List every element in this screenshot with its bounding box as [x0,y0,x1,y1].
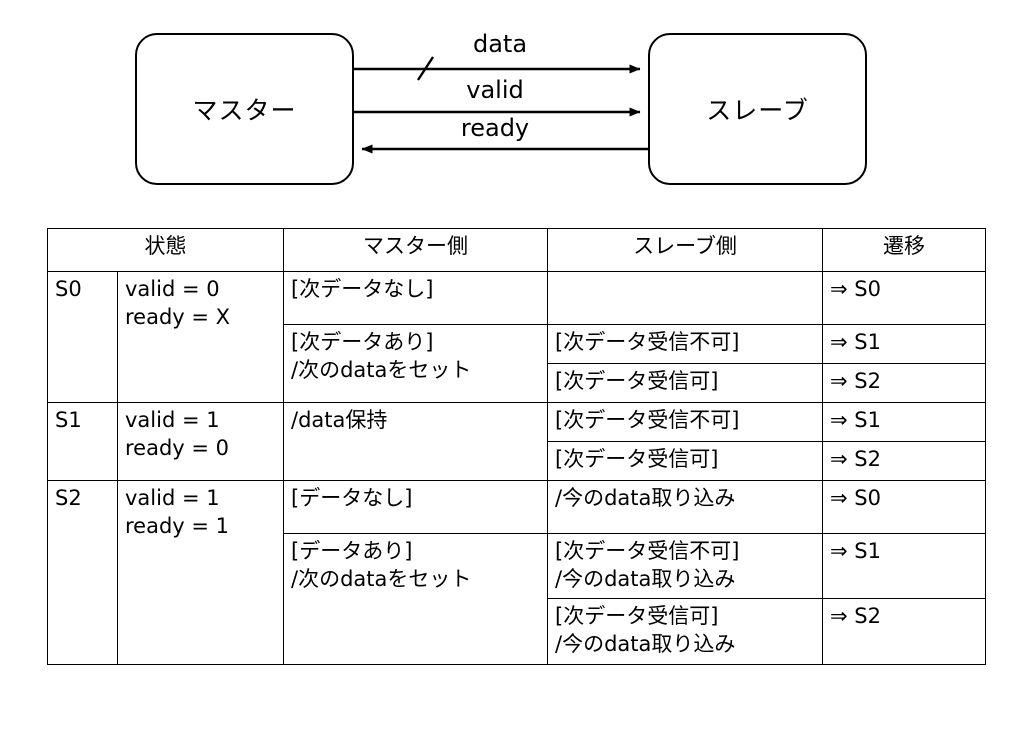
transition-cell: ⇒ S1 [822,324,986,364]
slave-side-cell: [次データ受信可] [547,441,823,481]
state-id-cell: S1 [47,402,118,481]
table-row: [次データ受信可] /今のdata取り込み ⇒ S2 [48,598,986,665]
diagram-connections-svg [354,56,648,154]
master-node: マスター [135,33,354,185]
master-side-cell: [データなし] [283,480,548,534]
table-header-row: 状態 マスター側 スレーブ側 遷移 [47,228,986,272]
transition-cell: ⇒ S2 [822,598,986,665]
slave-side-cell: [次データ受信可] /今のdata取り込み [547,598,823,665]
header-master-side: マスター側 [283,228,548,272]
master-side-cell: /data保持 [283,402,548,481]
signal-label-ready: ready [460,114,530,142]
slave-side-cell: [次データ受信可] [547,363,823,403]
state-signals-cell: valid = 1 ready = 0 [117,402,284,481]
table-row: [次データ受信可] ⇒ S2 [48,363,986,403]
slave-side-cell: [次データ受信不可] /今のdata取り込み [547,532,823,600]
header-slave-side: スレーブ側 [547,228,823,272]
slave-side-cell: [次データ受信不可] [547,324,823,364]
signal-block-diagram: マスター スレーブ data valid ready [0,0,1029,210]
slave-side-cell: [次データ受信不可] [547,402,823,442]
slave-node: スレーブ [648,33,867,185]
transition-cell: ⇒ S1 [822,402,986,442]
master-side-cell: [次データなし] [283,271,548,325]
table-row: [次データ受信可] ⇒ S2 [48,441,986,481]
state-signals-cell: valid = 1 ready = 1 [117,480,284,665]
master-side-cell: [次データあり] /次のdataをセット [283,324,548,403]
table-row: [データあり] /次のdataをセット [次データ受信不可] /今のdata取り… [48,532,986,665]
bus-slash-icon [416,56,435,81]
table-row: [次データあり] /次のdataをセット [次データ受信不可] ⇒ S1 [48,324,986,403]
state-id-cell: S0 [47,271,118,403]
slave-node-label: スレーブ [706,96,809,125]
state-id-cell: S2 [47,480,118,665]
transition-cell: ⇒ S0 [822,271,986,325]
transition-cell: ⇒ S2 [822,363,986,403]
slave-side-cell: /今のdata取り込み [547,480,823,534]
state-transition-table: 状態 マスター側 スレーブ側 遷移 S0 valid = 0 ready = X… [47,228,986,665]
signal-label-valid: valid [466,76,524,104]
table-row: S0 valid = 0 ready = X [次データなし] ⇒ S0 [47,271,986,403]
table-row: S1 valid = 1 ready = 0 /data保持 [次データ受信不可… [47,402,986,481]
master-side-cell: [データあり] /次のdataをセット [283,533,548,665]
header-transition: 遷移 [822,228,986,272]
slave-side-cell [547,271,823,325]
table-row: S2 valid = 1 ready = 1 [データなし] /今のdata取り… [47,480,986,665]
master-node-label: マスター [192,96,297,125]
signal-arrow-data [354,56,641,81]
transition-cell: ⇒ S2 [822,441,986,481]
signal-label-data: data [472,30,528,58]
transition-cell: ⇒ S1 [822,532,986,600]
header-state: 状態 [47,228,284,272]
transition-cell: ⇒ S0 [822,480,986,534]
state-signals-cell: valid = 0 ready = X [117,271,284,403]
